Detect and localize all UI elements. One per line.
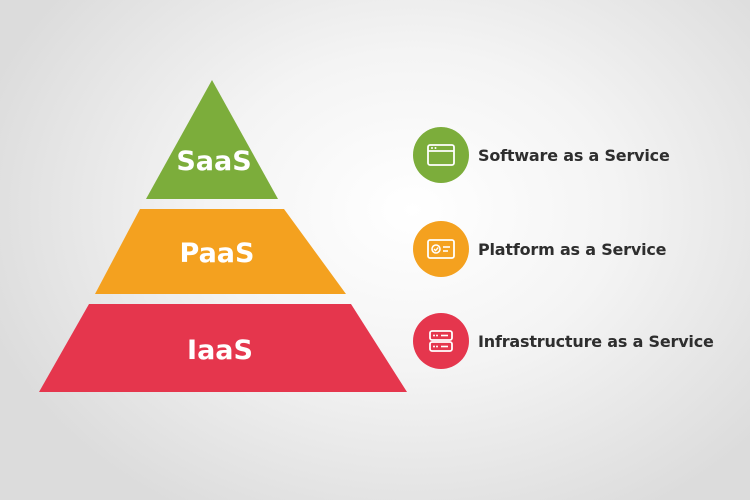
legend-item-paas: Platform as a Service (413, 221, 667, 277)
legend-label-saas: Software as a Service (478, 145, 670, 165)
legend-label-paas: Platform as a Service (478, 239, 667, 259)
server-stack-icon (413, 313, 469, 369)
pyramid: SaaS PaaS IaaS (39, 80, 407, 392)
browser-window-icon (413, 127, 469, 183)
saas-tier-label: SaaS (176, 146, 251, 177)
platform-panel-icon (413, 221, 469, 277)
legend-item-iaas: Infrastructure as a Service (413, 313, 714, 369)
paas-tier (95, 209, 346, 294)
legend-item-saas: Software as a Service (413, 127, 670, 183)
iaas-tier-label: IaaS (187, 335, 253, 366)
saas-tier (146, 80, 278, 199)
legend-label-iaas: Infrastructure as a Service (478, 331, 714, 351)
paas-tier-label: PaaS (180, 238, 255, 269)
iaas-tier (39, 304, 407, 392)
